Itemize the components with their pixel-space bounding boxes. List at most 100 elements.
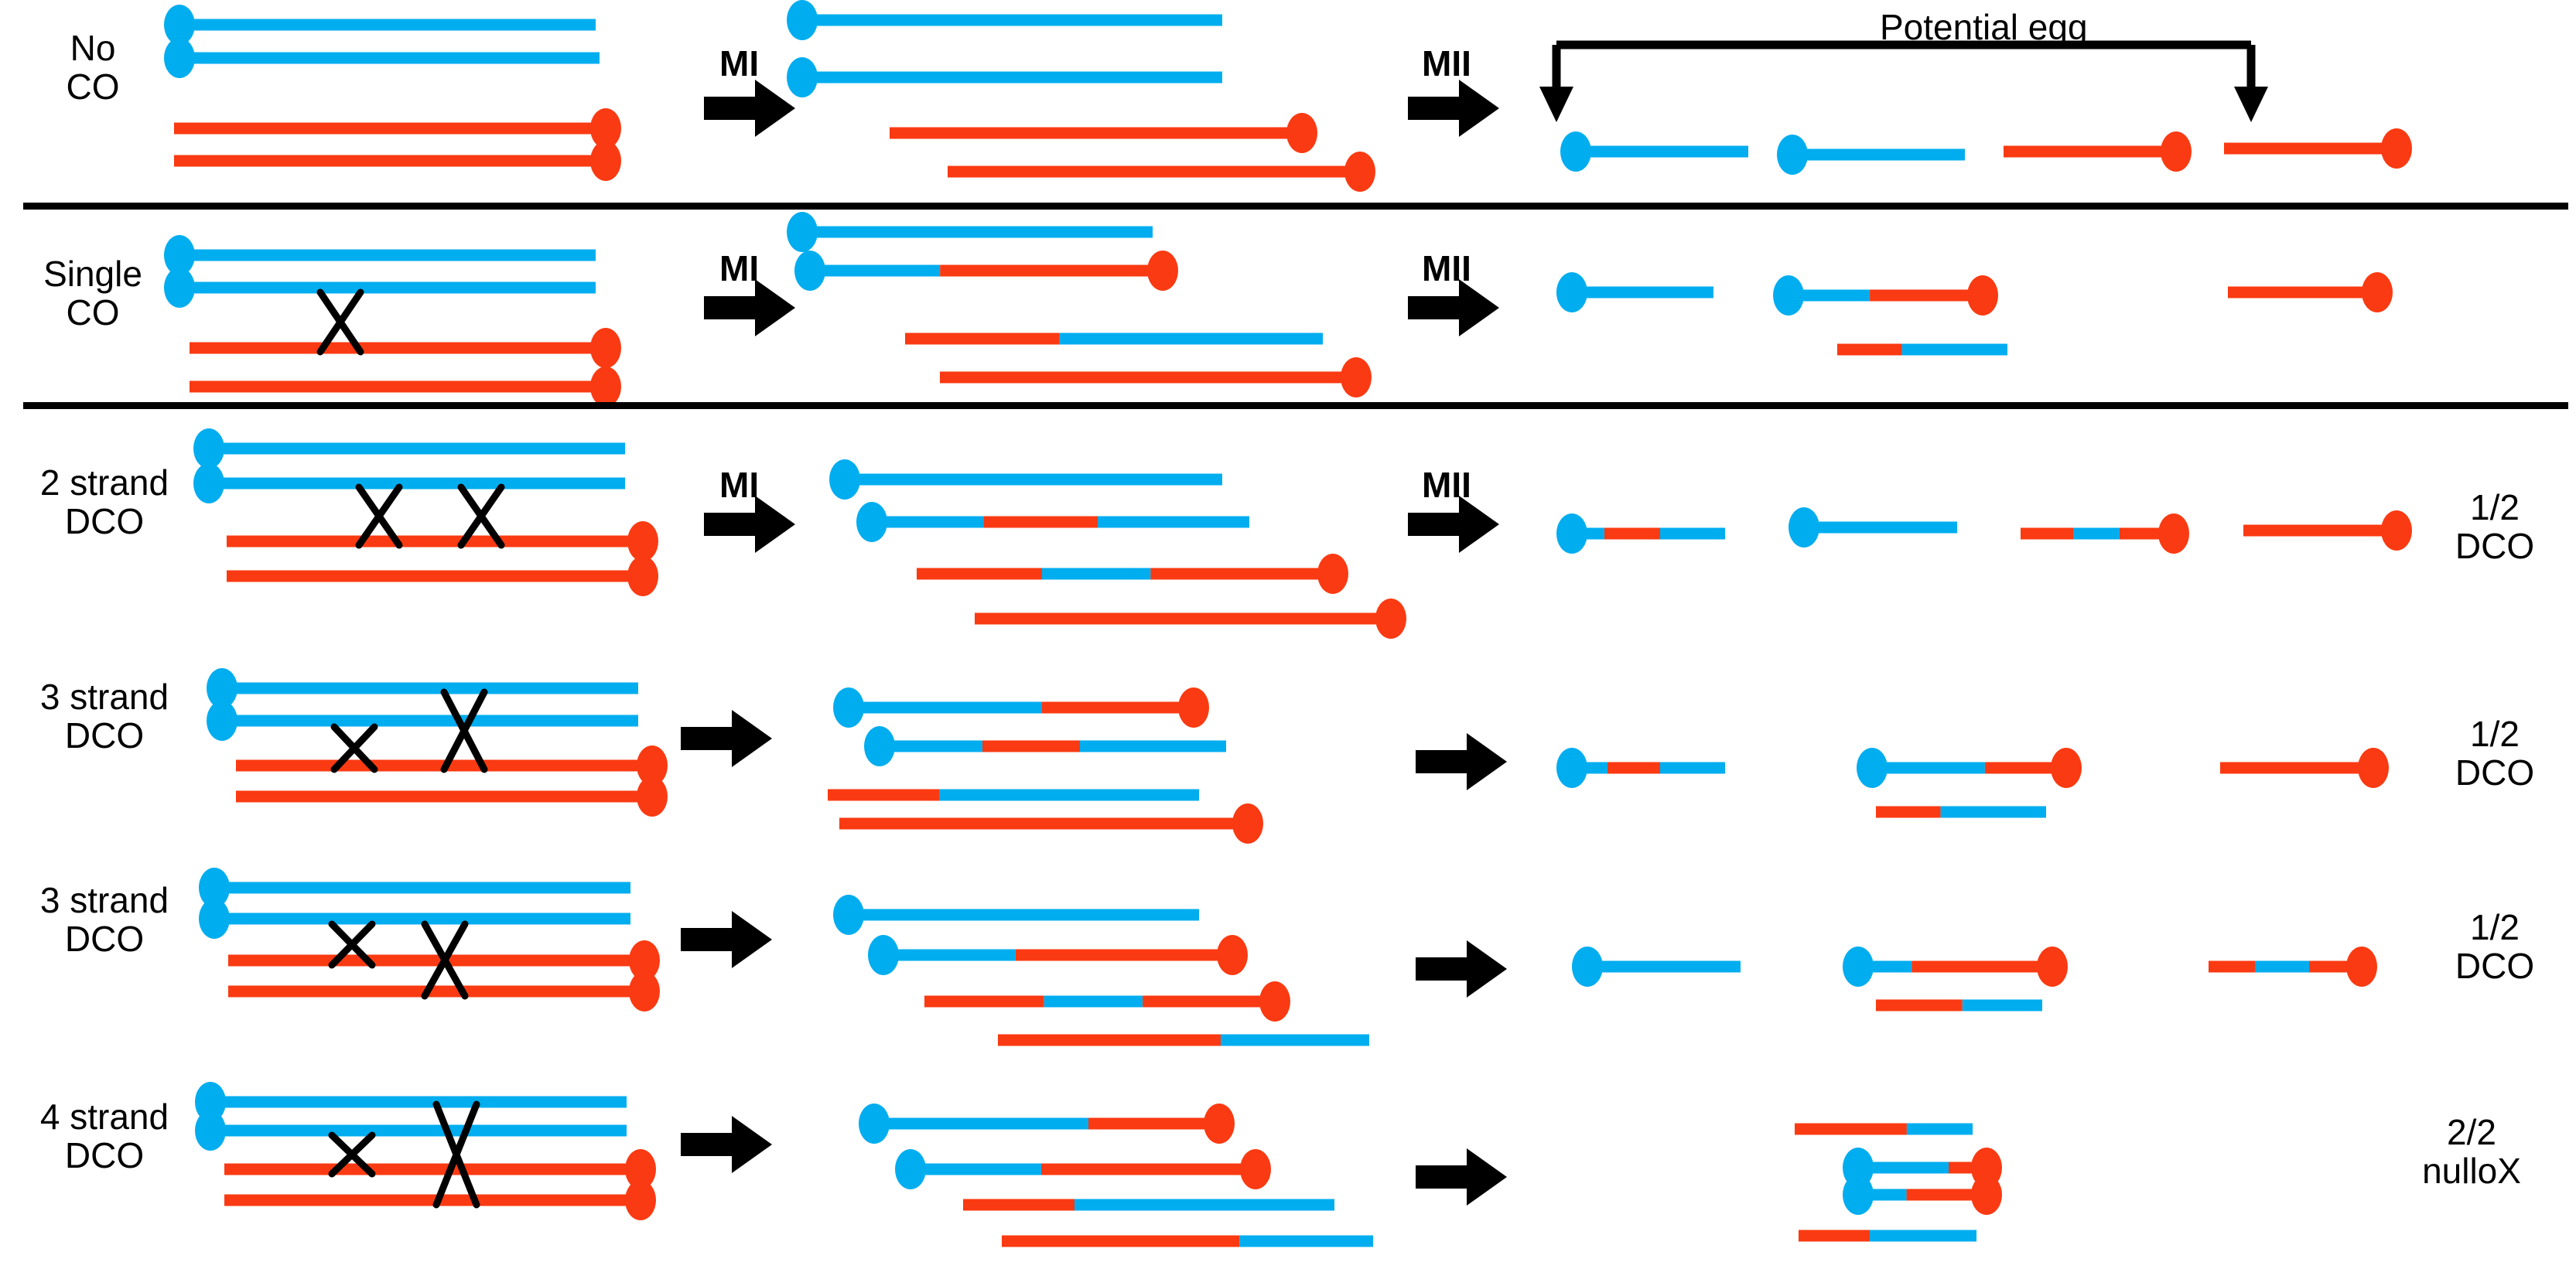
chromatid-segment-0 [2021, 527, 2073, 540]
crossover-stroke-a [421, 920, 469, 1000]
centromere-right [1178, 687, 1209, 728]
crossover-stroke-a [432, 1100, 480, 1209]
crossover-stroke-a [355, 483, 403, 549]
chromatid-segment-1 [1074, 1199, 1334, 1211]
chromatid-segment-2 [1080, 740, 1226, 752]
centromere-left [1773, 275, 1804, 316]
chromatid-segment-1 [1059, 333, 1323, 345]
chromatid-segment-1 [1906, 1123, 1973, 1135]
chromatid-segment-1 [982, 740, 1080, 752]
row-label-three-strand-dco-b: 3 strand DCO [39, 880, 169, 959]
centromere-right [625, 1180, 656, 1220]
chromatid-segment-0 [882, 949, 1016, 961]
chromatid-segment-1 [1984, 762, 2068, 774]
chromatid-segment-0 [224, 1194, 642, 1206]
centromere-right [590, 328, 621, 368]
crossover-stroke-b [457, 483, 505, 549]
centromere-right [625, 1149, 656, 1189]
chromatid-segment-2 [1660, 527, 1725, 540]
centromere-right [637, 745, 668, 786]
centromere-right [2158, 513, 2189, 554]
centromere-right [1217, 935, 1248, 975]
chromatid-segment-0 [174, 122, 607, 135]
chromatid-segment-0 [870, 516, 984, 528]
centromere-left [787, 57, 818, 97]
outcome-label-four-strand-dco: 2/2 nulloX [2422, 1112, 2521, 1191]
section-divider-1 [23, 402, 2568, 409]
chromatid-segment-0 [227, 570, 644, 582]
chromatid-segment-0 [1876, 806, 1941, 818]
chromatid-segment-0 [1795, 1123, 1907, 1135]
row-label-single-co: Single CO [43, 254, 142, 333]
centromere-right [1317, 554, 1348, 594]
chromatid-segment-0 [236, 790, 654, 803]
centromere-right [1286, 113, 1317, 153]
centromere-left [1556, 513, 1587, 554]
chromatid-segment-0 [2228, 286, 2379, 298]
chromatid-segment-0 [209, 1124, 627, 1137]
mi-arrow-icon [681, 710, 772, 767]
chromatid-segment-1 [984, 516, 1098, 528]
potential-egg-label: Potential egg [1880, 7, 2088, 47]
chromatid-segment-0 [948, 165, 1361, 178]
centromere-right [2037, 947, 2068, 987]
crossover-stroke-b [316, 288, 364, 356]
chromatid-segment-0 [1802, 521, 1957, 534]
bracket-arrowhead-1 [2234, 87, 2268, 122]
chromatid-segment-0 [998, 1034, 1221, 1046]
chromatid-segment-1 [940, 264, 1164, 277]
chromatid-segment-0 [1857, 1189, 1907, 1201]
mii-arrow-icon [1416, 1148, 1507, 1206]
centromere-left [1857, 748, 1888, 788]
chromatid-segment-0 [174, 155, 607, 167]
centromere-right [1375, 599, 1406, 639]
centromere-left [859, 1104, 890, 1144]
centromere-left [164, 5, 195, 45]
chromatid-segment-2 [1660, 762, 1725, 774]
row-three-strand-dco-b [199, 868, 2377, 1046]
centromere-right [1344, 152, 1375, 192]
centromere-left [1777, 135, 1808, 175]
crossover-stroke-b [440, 688, 488, 773]
centromere-left [833, 687, 864, 728]
chromatid-segment-0 [1574, 145, 1748, 158]
chromatid-segment-0 [220, 715, 638, 727]
centromere-right [1204, 1104, 1235, 1144]
centromere-left [1556, 272, 1587, 312]
chromatid-segment-0 [1570, 527, 1604, 540]
centromere-left [193, 428, 224, 469]
chromatid-segment-0 [905, 333, 1060, 345]
chromatid-segment-0 [801, 14, 1222, 26]
outcome-label-three-strand-dco-b: 1/2 DCO [2455, 907, 2535, 986]
chromatid-segment-0 [847, 909, 1199, 921]
chromatid-segment-0 [843, 473, 1222, 486]
centromere-right [627, 521, 658, 561]
chromatid-segment-1 [1088, 1117, 1221, 1130]
row-label-three-strand-dco-a: 3 strand DCO [39, 677, 169, 756]
centromere-left [164, 38, 195, 78]
chromatid-segment-1 [1239, 1235, 1373, 1247]
chromatid-segment-0 [1570, 286, 1713, 298]
chromatid-segment-1 [1604, 527, 1660, 540]
chromatid-segment-1 [1940, 806, 2046, 818]
crossover-stroke-b [328, 1131, 376, 1178]
chromatid-segment-0 [228, 985, 646, 998]
chromatid-segment-1 [2255, 960, 2309, 973]
chromatid-segment-0 [1857, 960, 1912, 973]
chromatid-segment-0 [2004, 145, 2178, 158]
chromatid-segment-1 [1870, 1230, 1976, 1242]
chromatid-segment-0 [2224, 142, 2398, 155]
chromatid-segment-1 [1042, 701, 1195, 714]
chromatid-segment-1 [1906, 1189, 1988, 1201]
crossover-stroke-b [355, 483, 403, 549]
chromatid-segment-0 [1857, 1162, 1949, 1174]
chromatid-segment-2 [2120, 527, 2175, 540]
centromere-right [629, 971, 660, 1011]
chromatid-segment-1 [2073, 527, 2120, 540]
chromatid-segment-0 [209, 1096, 627, 1108]
chromatid-segment-0 [878, 740, 982, 752]
chromatid-segment-0 [2220, 762, 2375, 774]
row-label-two-strand-dco: 2 strand DCO [39, 462, 169, 541]
chromatid-segment-0 [801, 71, 1222, 84]
crossover-stroke-b [330, 723, 378, 773]
